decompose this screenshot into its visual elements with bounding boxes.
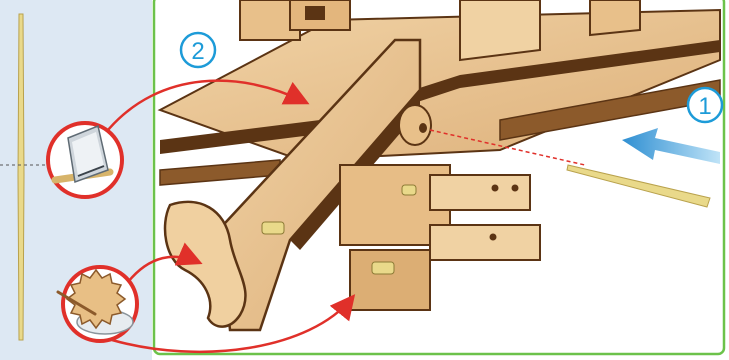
- step-badge-1: 1: [688, 88, 722, 122]
- step-badge-2: 2: [181, 33, 215, 67]
- step-number-1: 1: [698, 93, 711, 120]
- cutter-icon: [48, 123, 122, 197]
- step-number-2: 2: [191, 38, 204, 65]
